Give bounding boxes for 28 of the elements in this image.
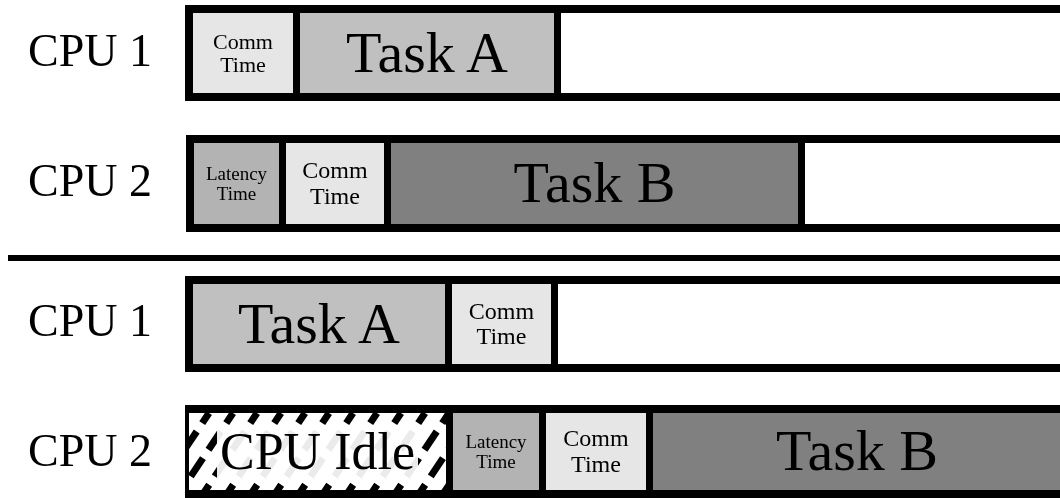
cpu-label: CPU 2 [28,158,152,204]
segment-label: Task A [238,293,400,355]
time-segment [452,284,558,364]
segment-label: Latency Time [204,163,269,204]
time-segment [300,13,561,93]
time-segment [391,143,805,224]
cpu-label: CPU 1 [28,298,152,344]
timeline-bar [185,276,1060,372]
time-segment [286,143,391,224]
segment-label: Comm Time [301,158,369,209]
segment-label: Task B [776,421,938,482]
time-segment [546,413,653,490]
time-segment [453,413,546,490]
time-segment [194,143,286,224]
timeline-bar [186,135,1060,232]
time-segment [653,413,1060,490]
cpu-label: CPU 2 [28,428,152,474]
timeline-bar [185,5,1060,101]
segment-label: Task A [346,22,508,84]
segment-label: Comm Time [562,426,630,477]
cpu-label: CPU 1 [28,28,152,74]
time-segment [193,284,452,364]
time-segment [193,13,300,93]
segment-label: Task B [513,153,676,214]
segment-label: Comm Time [212,29,274,77]
segment-label: Latency Time [464,431,528,472]
timeline-bar [185,405,1060,498]
segment-label: Comm Time [467,298,536,350]
